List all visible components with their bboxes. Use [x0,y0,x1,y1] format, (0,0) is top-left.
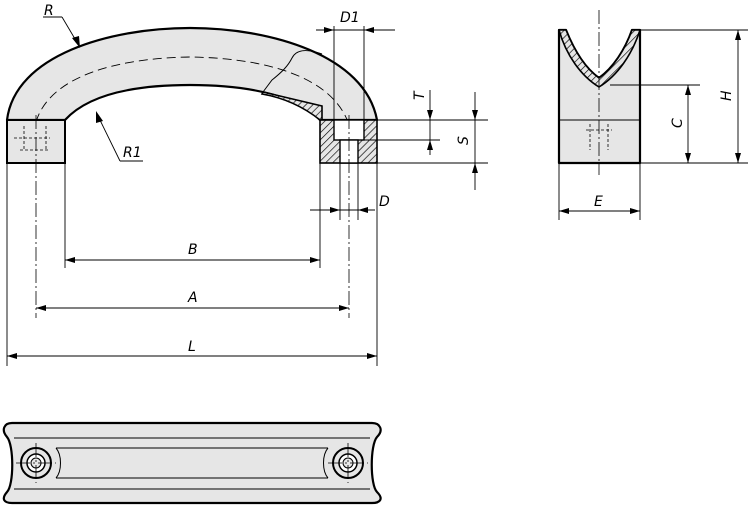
t-arrow-bottom [427,140,433,150]
d1-arrow-left [324,27,334,33]
l-arrow-right [367,353,377,359]
break-line [262,50,323,93]
dim-label-d: D [379,194,390,210]
r1-arrowhead [96,111,103,123]
dim-label-s: S [456,136,472,145]
d1-arrow-right [364,27,374,33]
dim-label-c: C [670,118,686,128]
dim-label-t: T [412,90,428,100]
a-arrow-right [339,305,349,311]
h-arrow-top [735,30,741,40]
dim-label-h: H [719,90,735,101]
s-arrow-bottom [472,163,478,173]
l-arrow-left [7,353,17,359]
top-outline [2,421,382,505]
side-groove-section [557,29,642,88]
c-arrow-bottom [685,153,691,163]
dim-label-r: R [44,3,54,19]
dim-label-e: E [594,194,603,210]
r-arrowhead [72,36,80,48]
dim-label-a: A [187,290,198,306]
s-arrow-top [472,110,478,120]
dim-label-b: B [188,242,198,258]
t-arrow-top [427,110,433,120]
side-view: C H E [557,10,748,220]
r1-leader-line [97,115,121,162]
b-arrow-left [65,257,75,263]
e-arrow-left [559,208,569,214]
b-arrow-right [310,257,320,263]
dim-label-r1: R1 [123,145,142,161]
top-groove-left [55,447,61,479]
dim-label-d1: D1 [340,10,360,26]
dim-label-l: L [188,339,196,355]
c-arrow-top [685,85,691,95]
e-arrow-right [630,208,640,214]
top-groove-right [323,447,329,479]
a-arrow-left [36,305,46,311]
arch-centerline [35,56,349,123]
d-arrow-left [330,207,340,213]
d-arrow-right [358,207,368,213]
front-view: R R1 D1 T S D [5,3,488,366]
top-view [2,421,382,505]
h-arrow-bottom [735,153,741,163]
